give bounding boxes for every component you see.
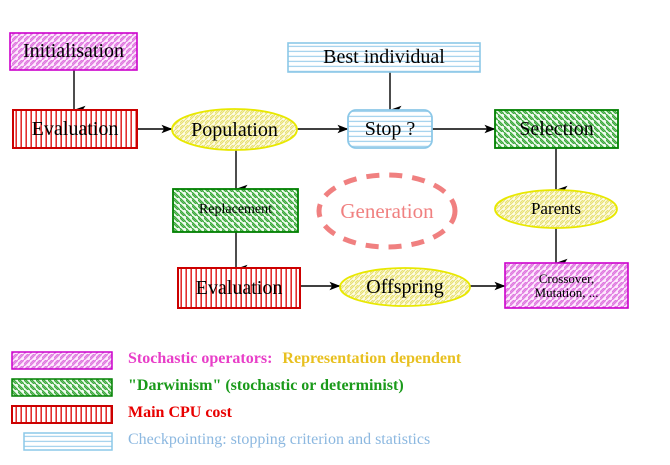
shape-offspring[interactable] [339,267,471,307]
legend-item-darwinism: "Darwinism" (stochastic or determinist) [112,377,404,395]
node-crossover-label-line1: Crossover, [538,270,595,286]
legend-swatch-checkpoint [23,432,113,451]
node-generation: Generation [319,193,455,229]
node-replacement[interactable]: Replacement [173,189,298,232]
node-selection[interactable]: Selection [495,110,618,148]
node-stop[interactable]: Stop ? [348,110,432,148]
legend-label-checkpoint: Checkpointing: stopping criterion and st… [128,431,431,448]
legend-item-cpu: Main CPU cost [112,404,232,422]
legend-swatch-darwinism [11,378,113,397]
shape-best-individual[interactable] [287,42,481,73]
legend-swatch-stochastic [11,351,113,370]
node-offspring[interactable]: Offspring [340,268,470,306]
legend-label-cpu: Main CPU cost [128,404,232,421]
shape-crossover[interactable] [504,262,629,309]
node-crossover-label-line2: Mutation, ... [534,284,599,300]
legend-item-checkpoint: Checkpointing: stopping criterion and st… [112,431,430,449]
node-evaluation-bottom-label: Evaluation [195,276,283,299]
shape-evaluation-bottom[interactable] [177,267,301,309]
node-offspring-label: Offspring [366,275,444,298]
node-generation-label: Generation [340,198,434,223]
node-parents-label: Parents [530,199,582,219]
shape-evaluation-top[interactable] [12,109,138,149]
shape-population[interactable] [171,108,298,151]
shape-generation-boundary [316,172,458,250]
node-best-individual[interactable]: Best individual [288,43,480,72]
node-replacement-label: Replacement [198,202,273,218]
shape-replacement[interactable] [172,188,299,233]
shape-initialisation[interactable] [9,32,138,71]
node-parents[interactable]: Parents [495,190,617,228]
node-stop-label: Stop ? [364,117,416,140]
node-evaluation-top-label: Evaluation [31,117,119,140]
node-population[interactable]: Population [172,110,297,150]
node-best-individual-label: Best individual [323,46,445,68]
node-evaluation-bottom[interactable]: Evaluation [178,268,300,308]
shape-stop[interactable] [347,109,433,149]
edges [73,70,568,291]
node-selection-label: Selection [519,117,594,140]
legend-item-stochastic: Stochastic operators: Representation dep… [112,350,461,368]
shape-parents[interactable] [494,189,618,229]
node-initialisation-label: Initialisation [22,40,125,62]
legend-label-darwinism: "Darwinism" (stochastic or determinist) [128,377,404,394]
node-evaluation-top[interactable]: Evaluation [13,110,137,148]
legend-label-stochastic: Stochastic operators: [128,350,273,367]
shape-selection[interactable] [494,109,619,149]
node-crossover[interactable]: Crossover, Mutation, ... [505,263,628,308]
legend-label-representation: Representation dependent [282,350,462,367]
node-initialisation[interactable]: Initialisation [10,33,137,70]
node-population-label: Population [191,118,278,141]
legend-swatch-cpu [11,405,113,424]
